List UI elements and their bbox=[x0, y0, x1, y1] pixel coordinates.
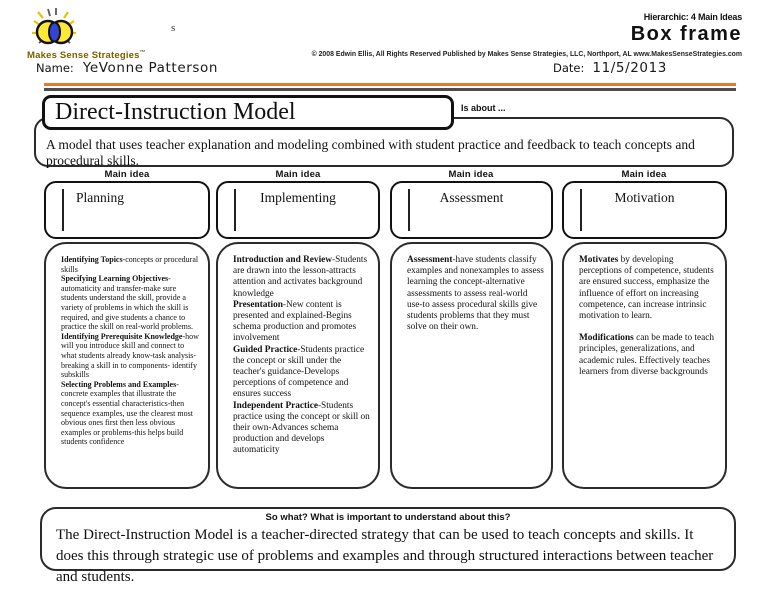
brand-name: Makes Sense Strategies™ bbox=[27, 50, 146, 62]
heading-box-assessment: Assessment bbox=[390, 181, 553, 239]
date-label: Date: bbox=[553, 61, 585, 75]
page-title: Direct-Instruction Model bbox=[55, 99, 296, 125]
detail-term: Motivates bbox=[579, 255, 619, 265]
column-heading: Assessment bbox=[439, 190, 504, 205]
column-heading: Motivation bbox=[614, 190, 675, 205]
date-row: Date: 11/5/2013 bbox=[553, 60, 667, 76]
detail-item: Guided Practice-Students practice the co… bbox=[233, 344, 365, 400]
gray-divider bbox=[44, 88, 736, 91]
name-value: YeVonne Patterson bbox=[82, 60, 219, 76]
detail-term: Guided Practice bbox=[233, 344, 298, 355]
trademark-symbol: ™ bbox=[139, 50, 146, 56]
detail-box-implementing: Introduction and Review-Students are dra… bbox=[216, 242, 380, 489]
main-idea-label-3: Main idea bbox=[448, 169, 494, 180]
heading-divider-line bbox=[580, 189, 582, 231]
detail-term: Selecting Problems and Examples bbox=[61, 379, 177, 389]
so-what-label: So what? What is important to understand… bbox=[265, 512, 511, 523]
detail-item: Selecting Problems and Examples-concrete… bbox=[61, 379, 193, 447]
date-value: 11/5/2013 bbox=[592, 60, 667, 76]
detail-term: Modifications bbox=[579, 333, 634, 344]
detail-term: Identifying Topics bbox=[61, 255, 123, 264]
detail-term: Introduction and Review bbox=[233, 255, 333, 265]
detail-term: Independent Practice bbox=[233, 400, 318, 411]
detail-box-planning: Identifying Topics-concepts or procedura… bbox=[44, 242, 210, 489]
column-heading: Planning bbox=[76, 190, 125, 205]
heading-box-planning: Planning bbox=[44, 181, 210, 239]
detail-box-motivation: Motivates by developing perceptions of c… bbox=[562, 242, 727, 489]
detail-term: Presentation bbox=[233, 299, 283, 310]
main-idea-label-1: Main idea bbox=[104, 169, 150, 180]
main-idea-label-2: Main idea bbox=[275, 169, 321, 180]
detail-item: Identifying Prerequisite Knowledge-how w… bbox=[61, 331, 199, 380]
column-heading: Implementing bbox=[260, 190, 336, 205]
heading-box-motivation: Motivation bbox=[562, 181, 727, 239]
detail-box-assessment: Assessment-have students classify exampl… bbox=[390, 242, 553, 489]
detail-item: Motivates by developing perceptions of c… bbox=[579, 255, 714, 322]
main-idea-label-4: Main idea bbox=[621, 169, 667, 180]
detail-item: Specifying Learning Objectives-automatic… bbox=[61, 274, 193, 332]
is-about-label: Is about ... bbox=[461, 103, 506, 113]
hierarchic-label: Hierarchic: 4 Main Ideas bbox=[643, 12, 742, 22]
orange-divider bbox=[44, 83, 736, 86]
detail-term: Specifying Learning Objectives bbox=[61, 274, 169, 284]
copyright-line: © 2008 Edwin Ellis, All Rights Reserved … bbox=[311, 51, 742, 58]
heading-divider-line bbox=[408, 189, 410, 231]
detail-item: Introduction and Review-Students are dra… bbox=[233, 255, 368, 299]
heading-divider-line bbox=[62, 189, 64, 231]
heading-divider-line bbox=[234, 189, 236, 231]
detail-item: Identifying Topics-concepts or procedura… bbox=[61, 255, 199, 274]
detail-term: Assessment bbox=[407, 255, 453, 265]
detail-item: Modifications can be made to teach princ… bbox=[579, 333, 715, 377]
summary-box: So what? What is important to understand… bbox=[40, 507, 736, 585]
title-box: Direct-Instruction Model bbox=[42, 95, 454, 130]
heading-box-implementing: Implementing bbox=[216, 181, 380, 239]
detail-term: Identifying Prerequisite Knowledge bbox=[61, 331, 183, 341]
template-title: Box frame bbox=[630, 23, 742, 45]
stray-character: s bbox=[171, 22, 176, 34]
name-label: Name: bbox=[36, 61, 74, 75]
detail-item: Independent Practice-Students practice u… bbox=[233, 400, 370, 456]
summary-text: The Direct-Instruction Model is a teache… bbox=[56, 527, 714, 585]
name-row: Name: YeVonne Patterson bbox=[36, 60, 218, 76]
detail-item: Assessment-have students classify exampl… bbox=[407, 255, 544, 333]
detail-item: Presentation-New content is presented an… bbox=[233, 299, 357, 344]
description-text: A model that uses teacher explanation an… bbox=[46, 137, 695, 168]
sun-logo-icon bbox=[32, 8, 76, 45]
